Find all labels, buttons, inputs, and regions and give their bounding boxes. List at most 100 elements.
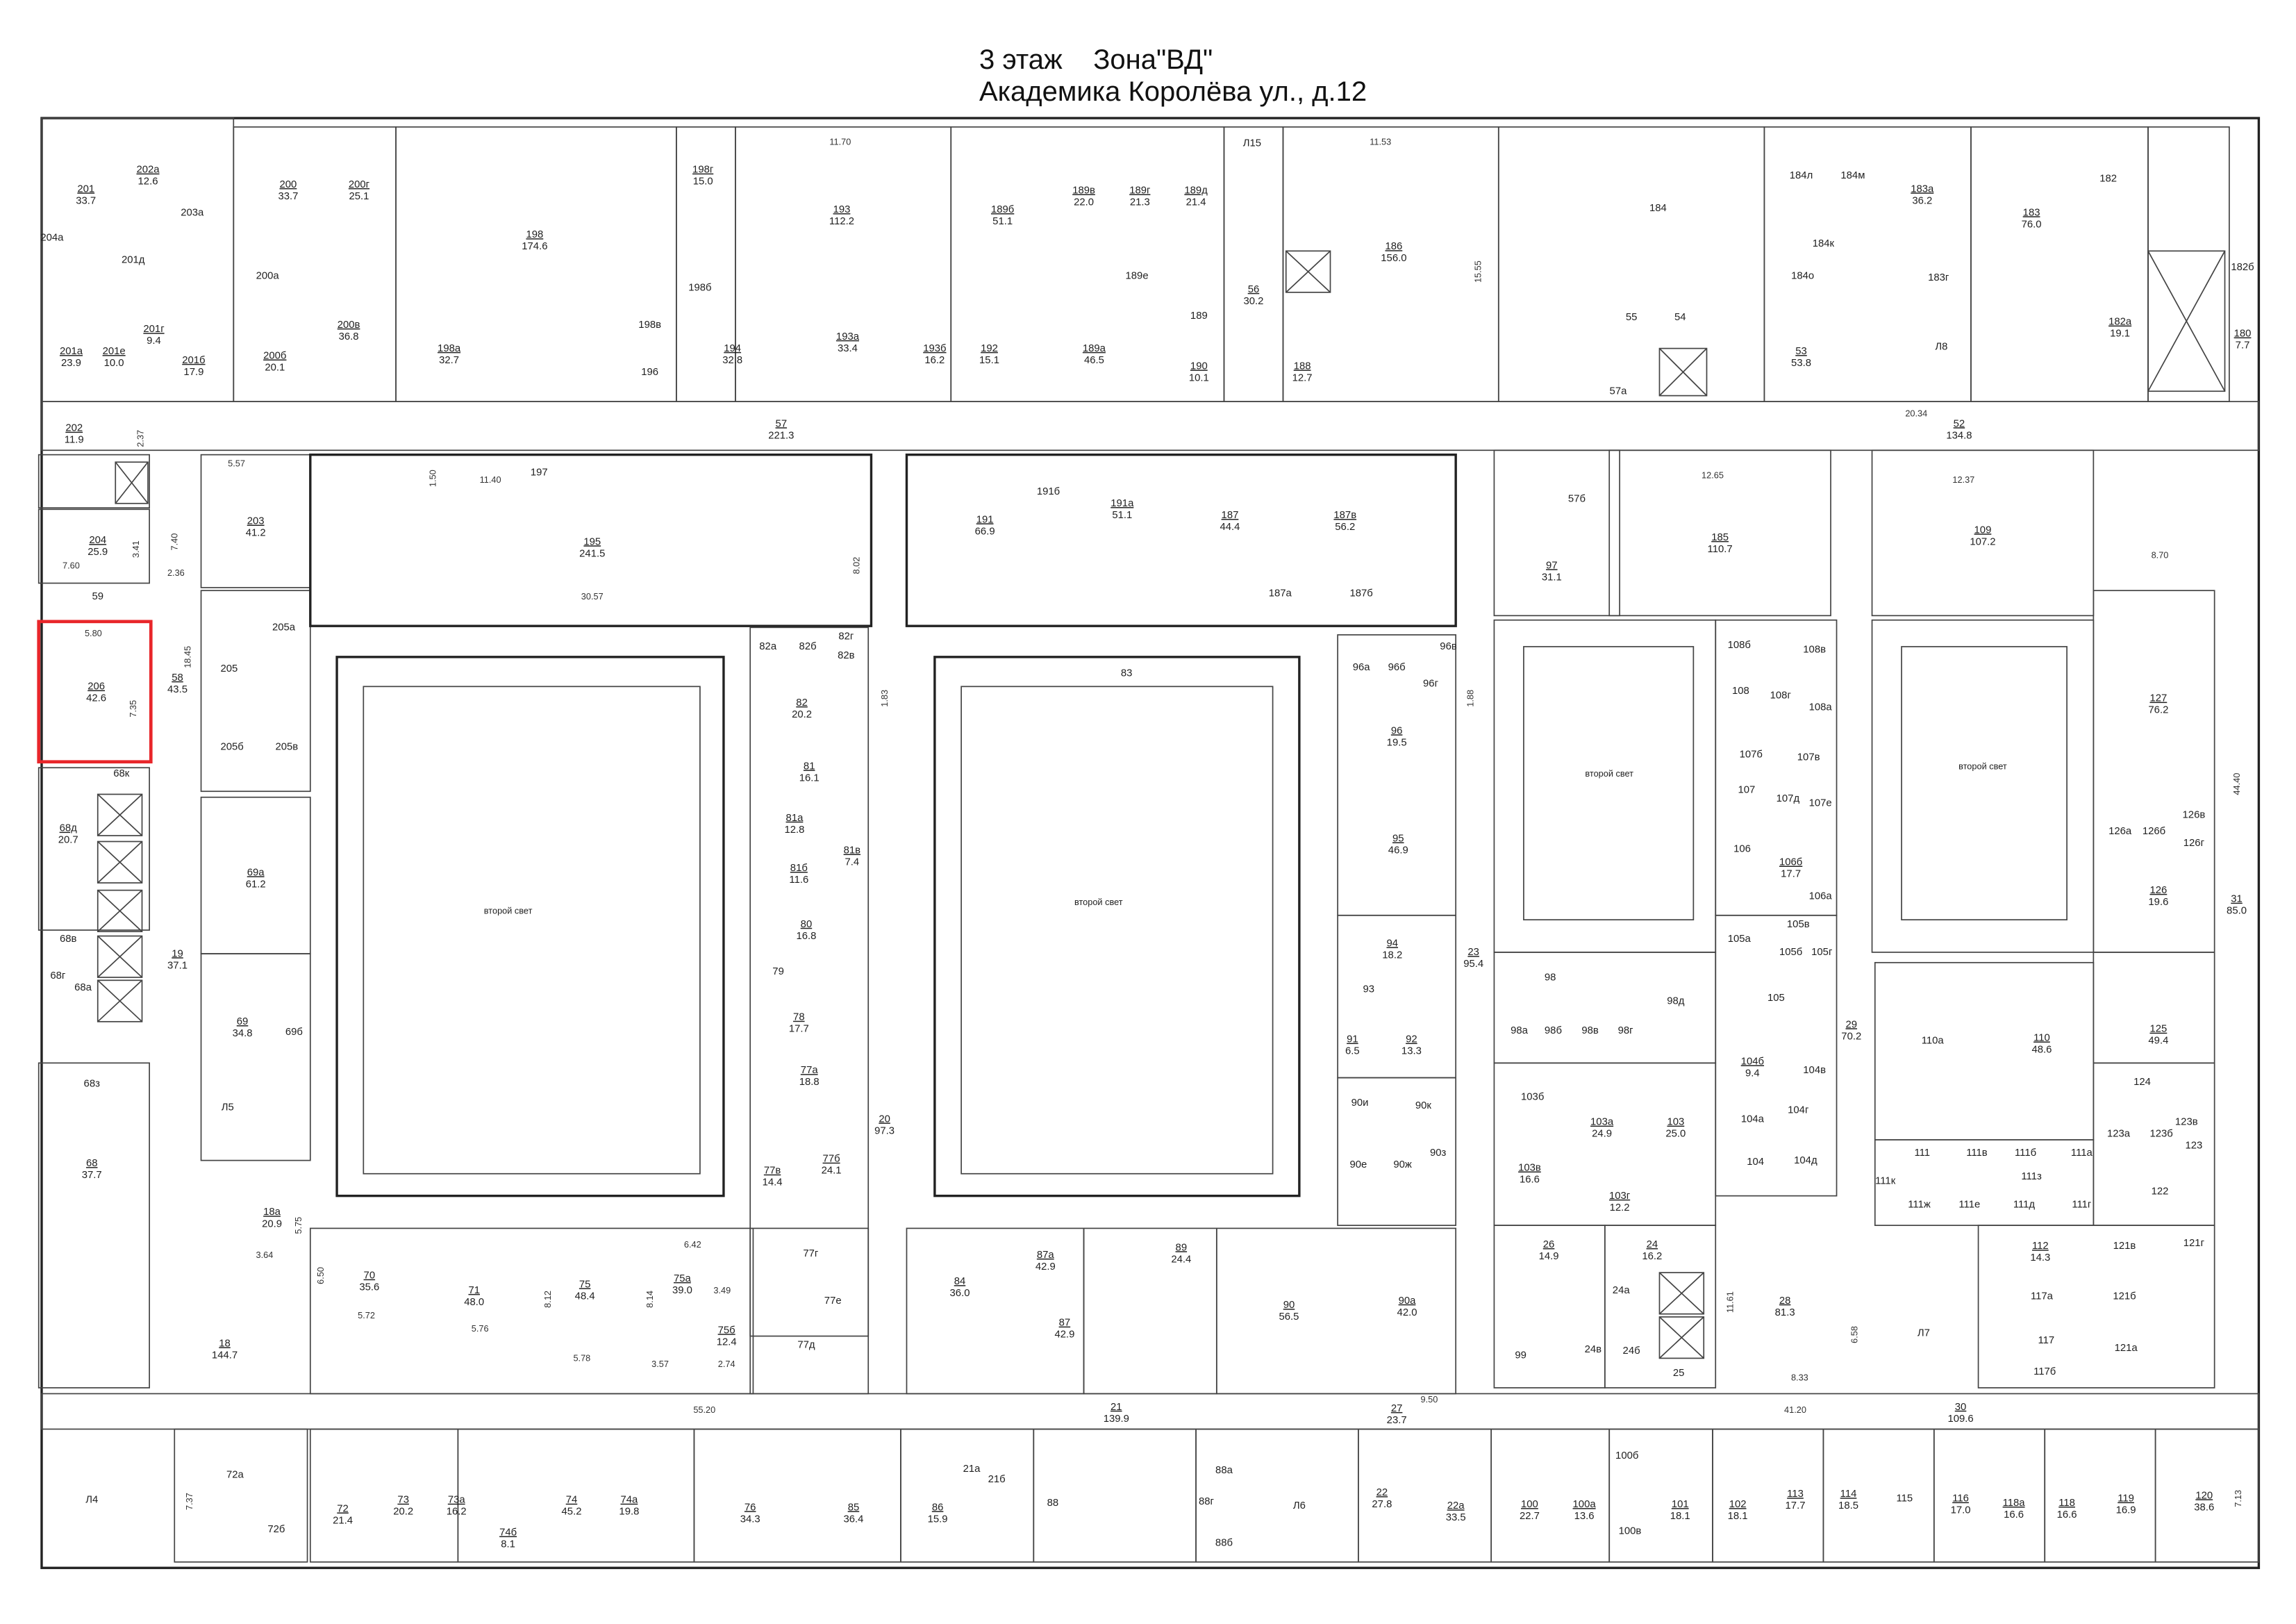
room-54[interactable]: 54: [1674, 312, 1686, 323]
room-88б[interactable]: 88б: [1215, 1537, 1233, 1548]
room-123б[interactable]: 123б: [2149, 1129, 2172, 1140]
room-117б[interactable]: 117б: [2033, 1366, 2056, 1377]
room-72а[interactable]: 72а: [226, 1470, 244, 1481]
room-105а[interactable]: 105а: [1728, 934, 1752, 945]
room-205в[interactable]: 205в: [275, 742, 298, 753]
room-107е[interactable]: 107е: [1809, 797, 1832, 809]
highlight-room-206[interactable]: [37, 620, 153, 764]
room-69б[interactable]: 69б: [285, 1027, 303, 1038]
room-184л[interactable]: 184л: [1790, 170, 1813, 181]
room-198в[interactable]: 198в: [638, 320, 661, 331]
room-205б[interactable]: 205б: [220, 742, 243, 753]
room-111д[interactable]: 111д: [2013, 1200, 2036, 1211]
room-117[interactable]: 117: [2038, 1335, 2054, 1346]
room-104в[interactable]: 104в: [1803, 1065, 1826, 1076]
room-196[interactable]: 196: [641, 367, 658, 378]
room-Л15[interactable]: Л15: [1243, 138, 1261, 149]
room-105б[interactable]: 105б: [1779, 947, 1802, 958]
room-189[interactable]: 189: [1190, 310, 1208, 322]
room-68к[interactable]: 68к: [113, 768, 130, 779]
room-93[interactable]: 93: [1363, 984, 1374, 995]
room-108[interactable]: 108: [1732, 686, 1749, 697]
room-123[interactable]: 123: [2185, 1141, 2202, 1152]
room-24б[interactable]: 24б: [1623, 1345, 1640, 1357]
room-111е[interactable]: 111е: [1958, 1200, 1980, 1211]
room-21а[interactable]: 21а: [963, 1464, 981, 1475]
room-126в[interactable]: 126в: [2183, 810, 2206, 821]
room-100б[interactable]: 100б: [1615, 1450, 1638, 1461]
room-122[interactable]: 122: [2152, 1186, 2169, 1197]
room-106[interactable]: 106: [1733, 843, 1751, 854]
room-107б[interactable]: 107б: [1740, 749, 1763, 760]
room-126а[interactable]: 126а: [2108, 826, 2132, 837]
room-77г[interactable]: 77г: [803, 1248, 818, 1259]
room-123в[interactable]: 123в: [2175, 1117, 2198, 1128]
room-204а[interactable]: 204а: [40, 232, 64, 243]
room-91[interactable]: 916.5: [1345, 1034, 1360, 1057]
room-68з[interactable]: 68з: [84, 1078, 101, 1089]
room-104[interactable]: 104: [1747, 1157, 1764, 1168]
room-205[interactable]: 205: [221, 663, 238, 674]
room-77е[interactable]: 77е: [824, 1295, 842, 1307]
room-98в[interactable]: 98в: [1581, 1025, 1599, 1036]
room-96г[interactable]: 96г: [1423, 678, 1438, 689]
room-201д[interactable]: 201д: [122, 254, 145, 265]
room-107[interactable]: 107: [1738, 784, 1755, 795]
room-98б[interactable]: 98б: [1545, 1025, 1562, 1036]
room-184м[interactable]: 184м: [1840, 170, 1865, 181]
room-183г[interactable]: 183г: [1928, 272, 1949, 283]
room-Л8[interactable]: Л8: [1935, 342, 1947, 353]
room-82г[interactable]: 82г: [838, 631, 854, 642]
room-88[interactable]: 88: [1047, 1498, 1059, 1509]
room-182б[interactable]: 182б: [2231, 262, 2254, 273]
room-111ж[interactable]: 111ж: [1908, 1200, 1931, 1211]
room-184[interactable]: 184: [1649, 203, 1667, 214]
